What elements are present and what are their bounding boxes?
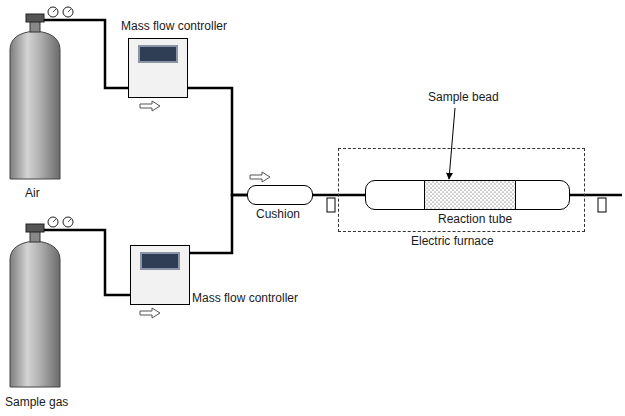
gas-cylinder: Sample gas [5, 215, 90, 393]
node-label: Electric furnace [411, 234, 494, 248]
node-label: Reaction tube [438, 212, 512, 226]
pressure-gauge [63, 217, 73, 227]
furnace-region: Electric furnaceReaction tube [338, 148, 585, 232]
pressure-gauge [63, 7, 73, 17]
node-label: Cushion [256, 207, 300, 221]
pipe-fitting [327, 198, 335, 212]
bead-edge [424, 181, 425, 209]
reaction-tube: Reaction tube [365, 180, 570, 210]
cushion-vessel: Cushion [247, 185, 313, 205]
flow-controller: Mass flow controller [128, 38, 188, 98]
part-label: Sample bead [428, 90, 499, 104]
gauge-needle [68, 9, 71, 12]
valve-outlet [44, 229, 90, 232]
flow-arrow [140, 101, 160, 111]
bead-edge [515, 181, 516, 209]
cylinder-drawing [5, 215, 90, 393]
node-label: Air [25, 186, 40, 200]
bead-fill [424, 181, 516, 209]
cylinder-body [10, 241, 60, 387]
node-label: Sample gas [5, 395, 68, 409]
flow-arrow [140, 308, 160, 318]
gauge-needle [68, 219, 71, 222]
cylinder-neck [30, 231, 40, 242]
pressure-gauge [48, 217, 58, 227]
gas-line [90, 230, 130, 295]
sample-bead-packing [424, 181, 516, 209]
gas-line [190, 195, 247, 253]
pressure-gauge [48, 7, 58, 17]
gauge-needle [53, 9, 56, 12]
gas-line [188, 88, 247, 195]
valve-outlet [44, 19, 90, 22]
gas-cylinder: Air [5, 5, 90, 185]
cylinder-neck [30, 21, 40, 32]
cylinder-body [10, 31, 60, 179]
label-holder: Sample bead [428, 90, 499, 104]
cylinder-valve [26, 14, 44, 22]
pipe-fitting [598, 198, 606, 212]
flow-controller: Mass flow controller [130, 245, 190, 305]
node-label: Mass flow controller [121, 19, 227, 33]
flow-arrow [250, 172, 270, 182]
leader-line [449, 108, 455, 179]
node-label: Mass flow controller [192, 291, 298, 305]
outlet-pipe [570, 194, 622, 197]
display-screen [140, 252, 180, 270]
gas-line [313, 194, 365, 197]
display-screen [138, 45, 178, 63]
gauge-needle [53, 219, 56, 222]
cylinder-valve [26, 224, 44, 232]
cylinder-drawing [5, 5, 90, 185]
